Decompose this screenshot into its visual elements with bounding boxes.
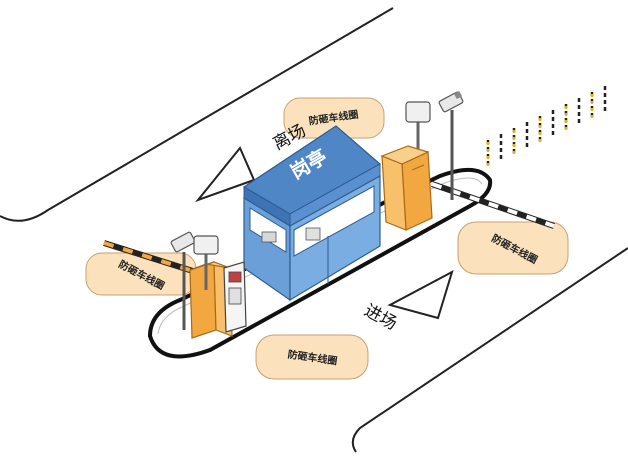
camera-pole-right	[438, 90, 464, 200]
barrier-gate-icon	[380, 145, 433, 231]
booth-window-left	[249, 207, 287, 253]
road-edges	[0, 7, 628, 453]
exit-arrow	[194, 146, 256, 203]
camera-pole-left	[170, 231, 196, 330]
barrier-arm-left	[103, 240, 197, 275]
anti-crash-loop-zones: 防砸车线圈 防砸车线圈 防砸车线圈 防砸车线圈	[85, 97, 569, 380]
entry-arrow	[387, 269, 454, 320]
road-edge-top	[0, 7, 394, 222]
loop-zone-right: 防砸车线圈	[457, 221, 569, 275]
bollard-fence	[486, 86, 607, 168]
loop-zone-top: 防砸车线圈	[283, 97, 385, 139]
ticket-machine-icon	[223, 261, 247, 333]
direction-arrows	[194, 146, 454, 320]
loop-zone-bottom: 防砸车线圈	[255, 334, 369, 380]
camera-icon	[438, 90, 464, 113]
loop-zone-left: 防砸车线圈	[85, 252, 197, 296]
camera-icon-left	[170, 231, 196, 253]
guard-booth: 岗亭	[242, 125, 382, 302]
card-reader-left	[193, 235, 219, 290]
bollard-caps	[486, 94, 594, 168]
road-edge-bottom	[351, 247, 628, 453]
